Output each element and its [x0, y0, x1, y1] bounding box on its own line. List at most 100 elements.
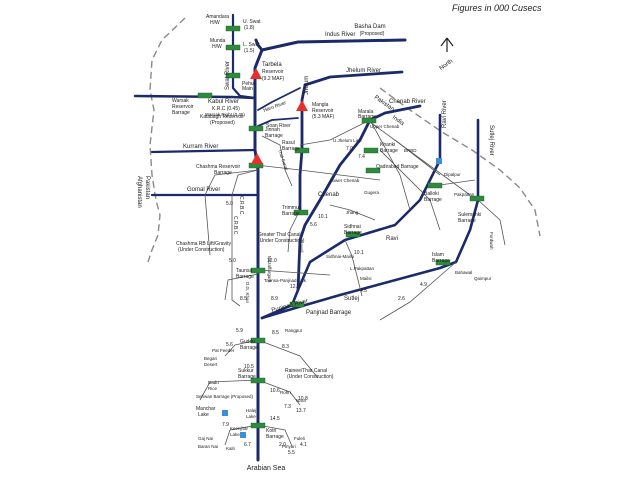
ravi-river-label: Ravi River	[442, 100, 448, 128]
north-arrow-icon	[440, 37, 454, 52]
chashma-rb-label: Chashma RB Lift/Gravity	[176, 241, 232, 247]
amandara-headworks-marker[interactable]	[225, 25, 241, 32]
map-labels: Basha Dam (Proposed) Indus River Jhelum …	[136, 14, 494, 472]
munda-headworks-marker[interactable]	[225, 44, 241, 51]
sukkur-barrage-marker[interactable]	[250, 377, 266, 384]
basha-label: Basha Dam	[354, 24, 385, 30]
arabian-sea-label: Arabian Sea	[247, 465, 286, 472]
value-kotri5: 5.5	[288, 450, 295, 456]
l-swat-val: (1.5)	[244, 48, 255, 54]
sulemanki-label: Sulemanki	[458, 212, 481, 218]
sulemanki-barrage-marker[interactable]	[469, 195, 485, 202]
balloki-barrage-marker[interactable]	[427, 182, 443, 189]
kalabagh-label: Kalabagh Reservoir	[200, 114, 244, 120]
marala-sub-label: Barrage	[358, 114, 376, 120]
islam-barrage-marker[interactable]	[435, 259, 451, 266]
gomal-river-label: Gomal River	[187, 187, 220, 193]
value-jhelum2: 7.4	[358, 154, 365, 160]
chenab-river	[296, 104, 422, 292]
swat-river-label: Swat River	[225, 61, 231, 90]
qadirabad-barrage-marker[interactable]	[365, 167, 381, 174]
tarbela-label: Tarbela	[262, 62, 282, 68]
chenab-river-label: Chenab River	[389, 99, 426, 105]
sidhnai-mailsi-label: Sidhnai-Mailsi	[326, 254, 354, 259]
munda-sub-label: H/W	[212, 44, 222, 50]
value-crbc: 5.0	[226, 201, 233, 207]
rainee-label: Rainee/Thar Canal	[285, 368, 327, 374]
pakpattan-label: Pakpattan	[454, 192, 475, 197]
pakistan-west-label: Pakistan	[144, 176, 150, 199]
sulemanki-sub-label: Barrage	[458, 218, 476, 224]
islam-label: Islam	[432, 252, 444, 258]
marala-barrage-marker[interactable]	[361, 117, 377, 124]
kalri-label: Kalri	[226, 446, 235, 451]
chenab-mid-label: Chenab	[318, 192, 340, 198]
value-sukkur3: 7.3	[284, 404, 291, 410]
sehwan-label: Sehwan Barrage (Proposed)	[196, 394, 254, 399]
kurram-river	[150, 148, 257, 154]
muzaffargarh-label: Muzaffargarh	[267, 256, 272, 283]
value-trimmu2: 10.1	[318, 214, 328, 220]
sukkur-sub-label: Barrage	[238, 374, 256, 380]
manchar-sub-label: Lake	[198, 412, 209, 418]
pinyari-label: Pinyari	[282, 444, 296, 449]
jinnah-sub-label: Barrage	[265, 133, 283, 139]
basha-sub-label: (Proposed)	[360, 31, 385, 37]
qaimpur-label: Qaimpur	[474, 276, 492, 281]
chashma-sub-label: Barrage	[214, 170, 232, 176]
guddu-barrage-marker[interactable]	[250, 337, 266, 344]
pehur-main-marker[interactable]	[225, 72, 241, 79]
trimmu-barrage-marker[interactable]	[293, 209, 309, 216]
pehur-sub-label: Main	[242, 86, 253, 92]
jinnah-barrage-marker[interactable]	[248, 125, 264, 132]
north-arrow: North	[439, 37, 454, 72]
tarbela-reservoir-triangle[interactable]	[250, 68, 262, 79]
sidhnai-sub-label: Barrage	[344, 230, 362, 236]
rangpur-label: Rangpur	[285, 328, 303, 333]
afghanistan-label: Afghanistan	[136, 176, 142, 208]
fordwah-label: Fordwah	[489, 232, 494, 250]
rasul-barrage-marker[interactable]	[294, 147, 310, 154]
warsak-marker[interactable]	[197, 92, 213, 99]
value-guddu4: 8.3	[282, 344, 289, 350]
warsak-label: Warsak	[172, 98, 189, 104]
value-guddu1: 5.9	[236, 328, 243, 334]
sidhnai-barrage-marker[interactable]	[345, 231, 361, 238]
jhelum-river-label: Jhelum River	[346, 68, 381, 74]
chashma-reservoir-triangle[interactable]	[251, 153, 263, 164]
value-islam2: 2.6	[398, 296, 405, 302]
haleji-sub-label: Lake	[246, 414, 256, 419]
rainee-sub-label: (Under Construction)	[287, 374, 334, 380]
indus-river-label: Indus River	[325, 32, 355, 38]
ravi-siphon-marker	[436, 158, 442, 164]
khanki-barrage-marker[interactable]	[363, 147, 379, 154]
taunsa-sub-label: Barrage	[236, 274, 254, 280]
crbc2-label: C.R.B.C.	[232, 216, 238, 236]
value-islam1: 4.9	[420, 282, 427, 288]
baran-nai-label: Baran Nai	[198, 444, 218, 449]
krc-label: K.R.C (0.45)	[212, 106, 240, 112]
pehur-label: Pehur	[242, 81, 256, 87]
haro-river	[257, 87, 301, 111]
panjnad-barrage-marker[interactable]	[289, 301, 305, 308]
fuleli-label: Fuleli	[294, 436, 305, 441]
kotri-barrage-marker[interactable]	[250, 422, 266, 429]
taunsa-barrage-marker[interactable]	[250, 267, 266, 274]
jhelum-mid-label: Jhelum	[304, 76, 310, 95]
soan-river-label: Soan River	[266, 123, 291, 129]
marala-label: Marala	[358, 109, 374, 115]
value-sidhnai2: 4.5	[360, 288, 367, 294]
value-tp-link: 12.0	[290, 284, 300, 290]
islam-sub-label: Barrage	[432, 258, 450, 264]
u-swat-val: (1.8)	[244, 25, 255, 31]
balloki-sub-label: Barrage	[424, 197, 442, 203]
tarbela-sub1-label: Reservoir	[262, 69, 284, 75]
north-label: North	[439, 59, 454, 72]
rohri-label: Rohri	[280, 390, 291, 395]
kabul-river	[133, 94, 257, 100]
afghanistan-border	[147, 17, 186, 263]
mangla-reservoir-triangle[interactable]	[296, 100, 308, 111]
value-guddu3: 5.6	[226, 342, 233, 348]
l-pakpattan-label: L.Pakpattan	[350, 266, 375, 271]
kotri-label: Kotri	[266, 428, 276, 434]
